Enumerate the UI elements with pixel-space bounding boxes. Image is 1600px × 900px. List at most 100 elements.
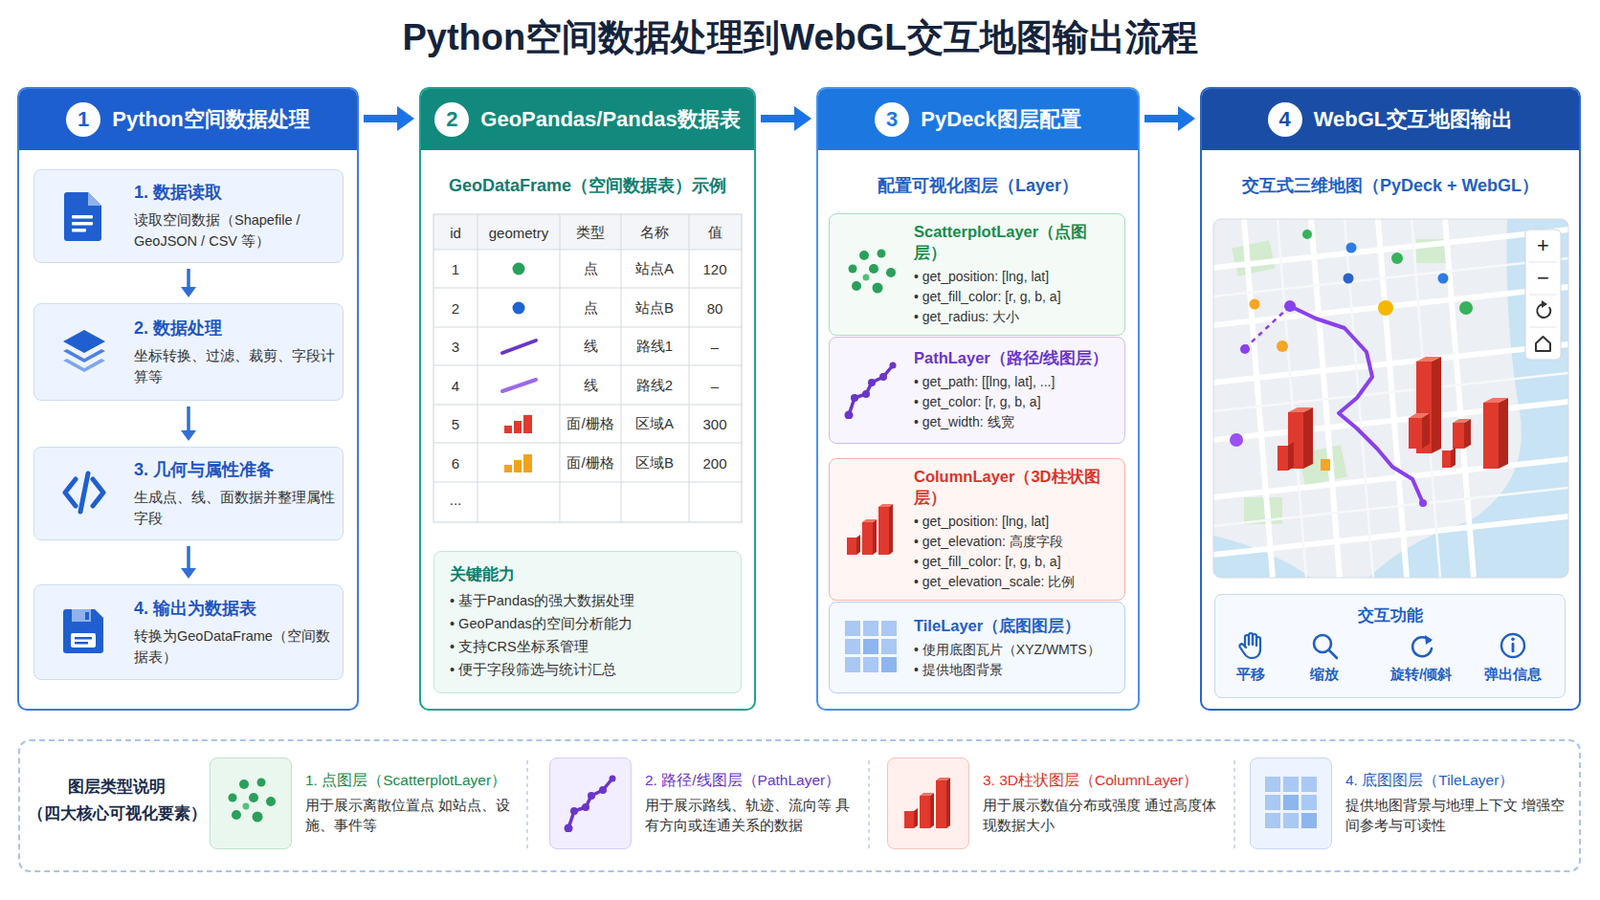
step-icon-svg — [61, 467, 108, 520]
diagram-title: Python空间数据处理到WebGL交互地图输出流程 — [0, 13, 1600, 63]
layer-param: • get_width: 线宽 — [913, 412, 1119, 433]
interaction-item: 缩放 — [1276, 666, 1373, 685]
panel-title: Python空间数据处理 — [111, 105, 311, 134]
interaction-icon-svg — [1310, 631, 1339, 661]
interaction-icon — [1406, 631, 1436, 661]
step-icon — [61, 606, 108, 659]
step-number-circle: 4 — [1267, 102, 1303, 137]
layer-icon-svg — [843, 501, 899, 559]
flow-arrow — [180, 268, 197, 298]
panel-header-bar: 4WebGL交互地图输出 — [1201, 88, 1579, 151]
key-title: 关键能力 — [449, 563, 726, 586]
flow-arrow — [1144, 106, 1196, 132]
table-cell: 类型 — [576, 223, 605, 243]
legend-item-desc: 用于展示数值分布或强度 通过高度体现数据大小 — [982, 796, 1223, 837]
step-node: 4. 输出为数据表转换为GeoDataFrame（空间数据表） — [33, 584, 344, 681]
legend-icon — [1263, 775, 1319, 833]
flow-arrow — [760, 106, 812, 132]
panel-subtitle: 交互式三维地图（PyDeck + WebGL） — [1201, 174, 1579, 198]
arrow-shaft — [363, 114, 399, 123]
flow-arrow — [180, 546, 197, 579]
panel-title: GeoPandas/Pandas数据表 — [480, 105, 740, 134]
legend-item-title: 2. 路径/线图层（PathLayer） — [644, 771, 856, 791]
table-cell: 1 — [451, 261, 460, 278]
map-columns — [1277, 356, 1509, 471]
band-node: 图层类型说明 （四大核心可视化要素） 1. 点图层（ScatterplotLayer… — [18, 739, 1581, 873]
legend-icon-tile — [549, 757, 632, 850]
table-cell: 站点A — [635, 260, 674, 279]
arrow-shaft — [760, 114, 796, 123]
layer-title: PathLayer（路径/线图层） — [913, 348, 1119, 370]
panel-node: 3 PyDeck图层配置配置可视化图层（Layer） ScatterplotLaye… — [816, 87, 1140, 712]
legend-icon-svg — [222, 775, 279, 833]
band-heading: （四大核心可视化要素） — [25, 802, 208, 825]
table-cell: 点 — [583, 260, 599, 279]
step-title: 2. 数据处理 — [133, 316, 335, 340]
item-node: 2. 路径/线图层（PathLayer）用于展示路线、轨迹、流向等 具有方向或连… — [549, 757, 860, 850]
layer-param: • get_path: [[lng, lat], ...] — [913, 372, 1119, 393]
legend-icon-svg — [1263, 775, 1319, 833]
layer-node: ScatterplotLayer（点图层）• get_position: [ln… — [828, 213, 1126, 336]
legend-icon-svg — [562, 775, 619, 833]
table-cell: 5 — [451, 416, 460, 433]
step-number-circle: 2 — [434, 102, 469, 137]
legend-icon — [562, 775, 619, 833]
layer-icon — [843, 245, 899, 304]
table-cell: 区域B — [635, 453, 674, 472]
interaction-icon-svg — [1406, 631, 1436, 661]
step-node: 2. 数据处理坐标转换、过滤、裁剪、字段计算等 — [33, 303, 344, 401]
key-bullet: • 支持CRS坐标系管理 — [449, 635, 726, 659]
arrow-shaft — [186, 546, 191, 570]
step-desc: 读取空间数据（Shapefile / GeoJSON / CSV 等） — [133, 209, 335, 252]
table-cell: 6 — [451, 454, 460, 471]
arrow-head — [1177, 106, 1196, 132]
interaction-title: 交互功能 — [1215, 604, 1565, 627]
layer-param: • 提供地图背景 — [913, 660, 1119, 681]
inter-node: 交互功能平移缩放旋转/倾斜弹出信息 — [1214, 594, 1566, 699]
arrow-head — [397, 106, 415, 132]
interaction-item: 弹出信息 — [1465, 666, 1561, 685]
interaction-icon — [1498, 631, 1528, 661]
layer-param: • get_elevation: 高度字段 — [913, 532, 1119, 553]
panel-node: 2GeoPandas/Pandas数据表GeoDataFrame（空间数据表）示… — [419, 87, 756, 712]
arrow-head — [794, 106, 812, 132]
step-icon — [61, 190, 108, 243]
key-node: 关键能力• 基于Pandas的强大数据处理• GeoPandas的空间分析能力•… — [433, 551, 742, 694]
layer-title: ColumnLayer（3D柱状图层） — [913, 466, 1119, 510]
step-icon-svg — [61, 606, 108, 659]
panel-node: 1Python空间数据处理1. 数据读取读取空间数据（Shapefile / G… — [17, 87, 359, 712]
legend-icon-tile — [1249, 757, 1333, 850]
table-cell: 120 — [702, 261, 727, 278]
legend-item-title: 1. 点图层（ScatterplotLayer） — [305, 771, 514, 791]
table-cell: 线 — [583, 337, 599, 356]
panel-header-bar: 2 GeoPandas/Pandas数据表 — [421, 88, 755, 151]
key-bullet: • GeoPandas的空间分析能力 — [449, 612, 726, 636]
layer-icon-svg — [843, 619, 899, 677]
layer-param: • get_elevation_scale: 比例 — [913, 572, 1119, 593]
step-number-circle: 3 — [874, 102, 910, 137]
layer-param: • get_position: [lng, lat] — [913, 266, 1119, 288]
map-controls — [1525, 229, 1561, 360]
step-icon — [61, 467, 108, 520]
layer-node: PathLayer（路径/线图层）• get_path: [[lng, lat]… — [828, 336, 1126, 445]
layer-param: • get_position: [lng, lat] — [913, 511, 1119, 533]
interaction-item: 平移 — [1202, 666, 1299, 685]
table-cell: 点 — [583, 298, 599, 317]
step-desc: 坐标转换、过滤、裁剪、字段计算等 — [133, 345, 335, 388]
step-title: 3. 几何与属性准备 — [133, 458, 335, 482]
map-illustration — [1213, 219, 1569, 578]
layer-icon-svg — [843, 361, 899, 420]
band-heading: 图层类型说明 — [25, 776, 208, 799]
layer-icon — [843, 501, 899, 559]
panel-node: 4WebGL交互地图输出交互式三维地图（PyDeck + WebGL）交互功能平… — [1200, 87, 1581, 712]
table-cell: id — [449, 224, 462, 242]
panel-subtitle: 配置可视化图层（Layer） — [818, 174, 1138, 198]
interaction-icon — [1310, 631, 1339, 661]
layer-param: • get_radius: 大小 — [913, 307, 1119, 328]
panel-title: PyDeck图层配置 — [920, 105, 1082, 134]
arrow-shaft — [1144, 114, 1179, 123]
layer-icon-svg — [843, 245, 899, 304]
table-cell: 面/栅格 — [566, 453, 614, 472]
legend-item-desc: 用于展示离散位置点 如站点、设施、事件等 — [305, 796, 514, 837]
